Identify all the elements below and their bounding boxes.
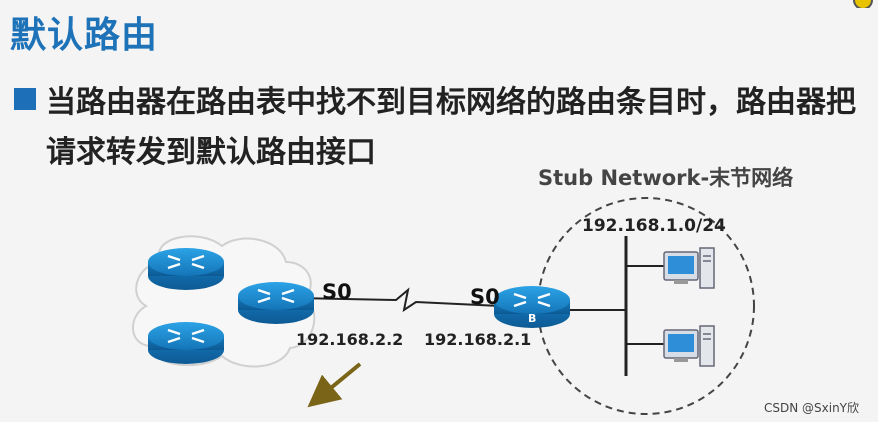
right-interface-label: S0 [470,285,500,309]
computer-icon [663,247,715,289]
slide-title: 默认路由 [10,15,159,56]
computer-icon [663,325,715,367]
left-interface-label: S0 [322,280,352,304]
router-icon [494,286,570,328]
router-icon [148,322,224,364]
serial-link [295,287,501,313]
bullet-marker [14,88,36,110]
router-icon [238,282,314,324]
stub-network-label: Stub Network-末节网络 [538,166,794,190]
left-ip-label: 192.168.2.2 [296,330,404,349]
bullet-text: 当路由器在路由表中找不到目标网络的路由条目时，路由器把请求转发到默认路由接口 [46,85,856,170]
watermark: CSDN @SxinY欣 [764,401,860,415]
network-address: 192.168.1.0/24 [582,216,726,236]
router-icon [148,248,224,290]
logo-icon [848,0,878,8]
router-b-label: B [528,312,537,325]
arrow-icon [307,362,362,408]
right-ip-label: 192.168.2.1 [424,330,532,349]
